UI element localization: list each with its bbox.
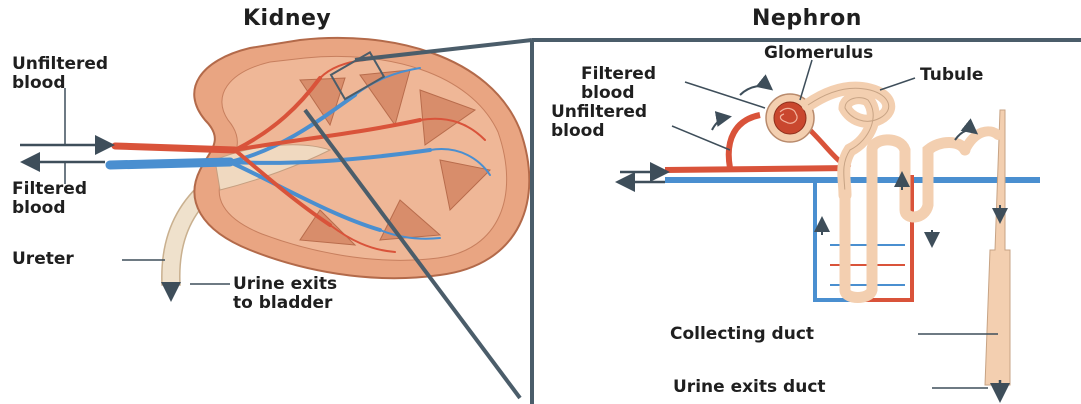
label-nephron-filtered-blood: Filtered blood <box>581 65 656 103</box>
kidney-illustration <box>110 38 529 285</box>
kidney-title: Kidney <box>243 6 331 31</box>
label-urine-exits-duct: Urine exits duct <box>673 378 826 397</box>
label-urine-exits: Urine exits to bladder <box>233 275 337 313</box>
label-nephron-unfiltered-blood: Unfiltered blood <box>551 103 647 141</box>
label-collecting-duct: Collecting duct <box>670 325 814 344</box>
label-tubule: Tubule <box>920 66 983 85</box>
nephron-title: Nephron <box>752 6 862 31</box>
nephron-artery <box>665 168 850 170</box>
label-unfiltered-blood: Unfiltered blood <box>12 55 108 93</box>
label-glomerulus: Glomerulus <box>764 44 873 63</box>
glomerulus-knot <box>774 102 806 134</box>
label-ureter: Ureter <box>12 250 74 269</box>
loop-of-henle <box>845 140 965 298</box>
collecting-duct <box>985 110 1010 385</box>
label-filtered-blood: Filtered blood <box>12 180 87 218</box>
